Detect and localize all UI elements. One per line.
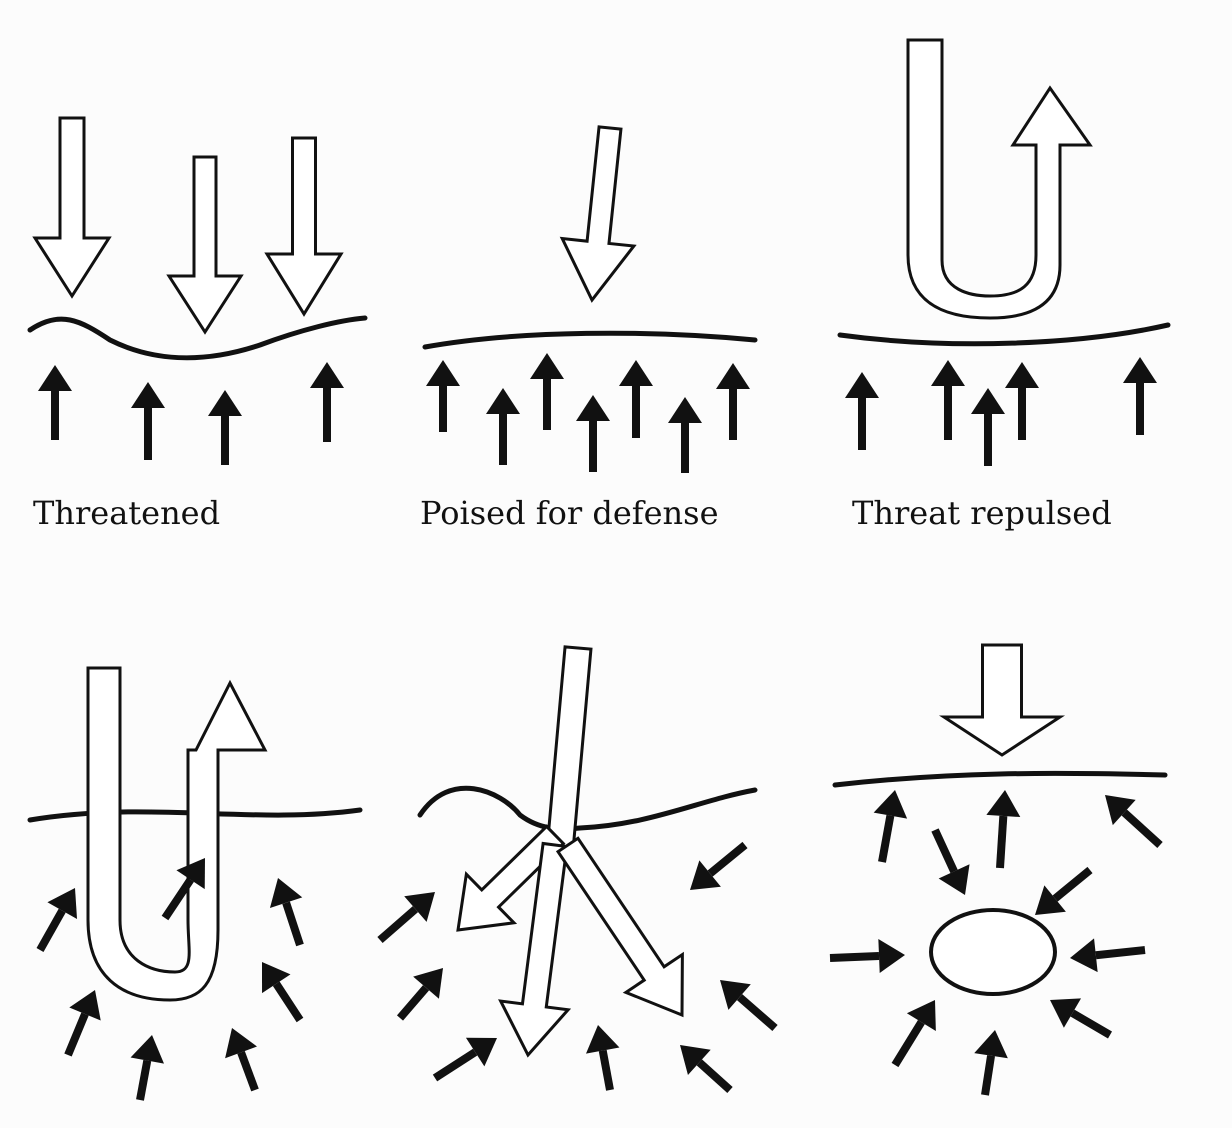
defender-arrow-icon	[971, 388, 1005, 414]
label-threat-repulsed: Threat repulsed	[852, 494, 1112, 532]
boundary-line	[832, 770, 1168, 788]
defender-arrow-shaft	[996, 815, 1008, 869]
defender-arrow-icon	[176, 858, 205, 890]
defender-arrow-shaft	[161, 877, 194, 921]
defender-arrow-icon	[576, 395, 610, 421]
defender-arrow-icon	[586, 1025, 620, 1054]
u-turn-threat-arrow-icon	[906, 38, 1093, 320]
defender-arrow-shaft	[136, 1059, 152, 1101]
defender-arrow-icon	[530, 353, 564, 379]
invading-branch-icon	[555, 836, 684, 1018]
invading-branch-icon	[498, 841, 572, 1058]
defender-arrow-icon	[845, 372, 879, 398]
defender-arrow-icon	[404, 892, 435, 922]
defender-arrow-shaft	[282, 901, 304, 947]
defender-arrow-icon	[465, 1037, 497, 1067]
defender-arrow-shaft	[878, 814, 895, 863]
defender-arrow-icon	[131, 382, 165, 408]
defender-arrow-shaft	[696, 1059, 733, 1093]
boundary-line	[837, 322, 1171, 347]
defender-arrow-shaft	[1121, 809, 1163, 848]
defender-arrow-shaft	[981, 1055, 995, 1096]
defender-arrow-shaft	[829, 952, 880, 962]
defender-arrow-icon	[1050, 998, 1082, 1028]
defender-arrow-icon	[986, 790, 1021, 818]
defender-arrow-icon	[1005, 362, 1039, 388]
defender-arrow-icon	[262, 962, 291, 994]
defender-arrow-shaft	[1052, 866, 1093, 902]
boundary-line	[417, 785, 758, 832]
defender-arrow-shaft	[377, 906, 419, 944]
defender-arrow-icon	[208, 390, 242, 416]
defender-arrow-icon	[1123, 357, 1157, 383]
defender-arrow-icon	[486, 388, 520, 414]
defender-arrow-shaft	[931, 828, 958, 874]
defender-arrow-icon	[1105, 795, 1136, 826]
defender-arrow-icon	[716, 363, 750, 389]
defender-arrow-shaft	[891, 1020, 925, 1068]
defender-arrow-icon	[974, 1030, 1008, 1059]
threat-arrow-icon	[32, 116, 112, 299]
label-poised-for-defense: Poised for defense	[420, 494, 719, 532]
defender-arrow-icon	[38, 365, 72, 391]
defender-arrow-icon	[720, 980, 751, 1010]
defender-arrow-icon	[47, 888, 78, 919]
defender-arrow-icon	[1035, 885, 1066, 915]
defender-arrow-icon	[873, 790, 908, 819]
defender-arrow-icon	[938, 864, 970, 895]
defender-arrow-icon	[931, 360, 965, 386]
defender-arrow-shaft	[36, 908, 66, 952]
defender-arrow-icon	[310, 362, 344, 388]
defender-arrow-shaft	[432, 1048, 478, 1082]
defender-arrow-icon	[225, 1028, 257, 1059]
defender-arrow-icon	[668, 397, 702, 423]
defender-arrow-shaft	[707, 841, 748, 877]
threat-arrow-icon	[166, 155, 244, 335]
threat-arrow-icon	[264, 136, 344, 317]
defender-arrow-shaft	[237, 1050, 259, 1092]
defender-arrow-icon	[426, 360, 460, 386]
defender-arrow-icon	[680, 1045, 711, 1076]
defender-arrow-icon	[413, 968, 443, 999]
defender-arrow-shaft	[598, 1049, 614, 1091]
defender-arrow-shaft	[64, 1012, 89, 1057]
boundary-line	[27, 315, 368, 361]
defender-arrow-icon	[906, 1000, 936, 1032]
defender-arrow-icon	[69, 990, 101, 1021]
defender-arrow-icon	[269, 878, 303, 909]
defender-arrow-icon	[878, 939, 905, 974]
invading-trunk-icon	[545, 645, 593, 853]
defender-arrow-shaft	[1095, 946, 1146, 960]
u-turn-threat-arrow-icon	[86, 666, 268, 1002]
defender-arrow-icon	[619, 360, 653, 386]
defender-arrow-shaft	[272, 981, 304, 1023]
defender-arrow-shaft	[736, 994, 778, 1032]
defender-arrow-icon	[130, 1035, 164, 1064]
boundary-line	[422, 330, 758, 350]
encapsulated-threat	[929, 908, 1057, 996]
label-threatened: Threatened	[33, 494, 221, 532]
defender-arrow-shaft	[396, 985, 430, 1021]
threat-arrow-icon	[938, 643, 1066, 757]
defender-arrow-icon	[690, 860, 721, 890]
threat-arrow-icon	[559, 125, 637, 303]
defender-arrow-icon	[1070, 938, 1098, 973]
defender-arrow-shaft	[1070, 1009, 1113, 1039]
